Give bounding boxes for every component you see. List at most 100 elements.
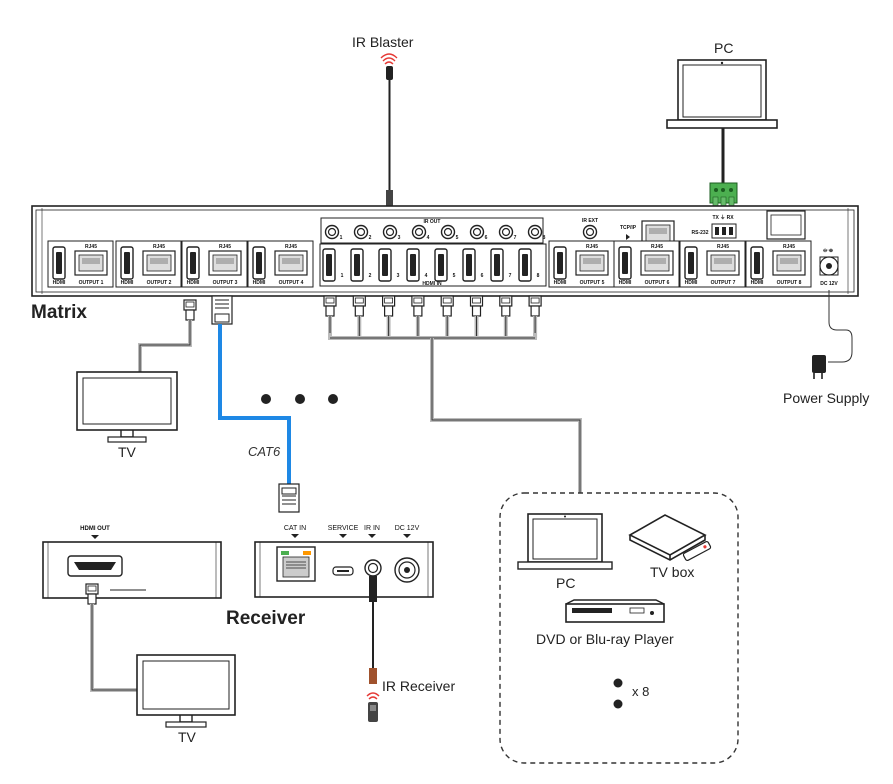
output-label: OUTPUT 4 (279, 280, 304, 286)
receiver-dc-label: DC 12V (395, 525, 420, 532)
power-switch[interactable] (766, 210, 806, 240)
tv-receiver-box: HDMI OUT (42, 526, 222, 692)
output-label: OUTPUT 1 (79, 280, 104, 286)
ir-out-jack-4[interactable] (411, 224, 427, 240)
hdmi-input-plug-4 (411, 295, 425, 317)
hdmi-plug-tv-top (183, 299, 197, 321)
hdmi-input-plug-3 (382, 295, 396, 317)
ir-signal-icon (380, 53, 398, 65)
tv-bottom-label: TV (178, 729, 197, 745)
ir-receiver: IR Receiver (366, 576, 455, 722)
rj45-label: RJ45 (651, 244, 663, 250)
ir-out-jack-2[interactable] (353, 224, 369, 240)
hdmi-in-port-1[interactable] (322, 248, 336, 282)
rj45-label: RJ45 (219, 244, 231, 250)
hdmi-input-plug-2 (352, 295, 366, 317)
hdmi-in-number: 5 (453, 273, 456, 279)
output-label: OUTPUT 8 (777, 280, 802, 286)
hdmi-in-port-6[interactable] (462, 248, 476, 282)
ir-blaster-label: IR Blaster (352, 34, 414, 50)
hdmi-in-number: 4 (425, 273, 428, 279)
source-cable (430, 338, 582, 493)
hdmi-in-port-4[interactable] (406, 248, 420, 282)
output-hdmi-port-2[interactable] (120, 246, 134, 280)
hdmi-input-plug-5 (440, 295, 454, 317)
rj45-label: RJ45 (153, 244, 165, 250)
ir-out-number: 8 (543, 235, 546, 241)
ir-out-jack-1[interactable] (324, 224, 340, 240)
rj45-label: RJ45 (586, 244, 598, 250)
input-plugs (323, 295, 542, 338)
rj45-label: RJ45 (783, 244, 795, 250)
output-hdmi-port-6[interactable] (618, 246, 632, 280)
hdmi-label: HDMI (685, 280, 698, 286)
pc-top-label: PC (714, 40, 733, 56)
ir-out-jack-5[interactable] (440, 224, 456, 240)
tx-rx-label: TX ⏚ RX (712, 214, 734, 221)
output-hdmi-port-7[interactable] (684, 246, 698, 280)
ir-out-number: 4 (427, 235, 430, 241)
dvd-player-icon (565, 599, 665, 623)
hdmi-in-port-5[interactable] (434, 248, 448, 282)
hdmi-in-number: 7 (509, 273, 512, 279)
output-rj45-port-3[interactable] (208, 250, 242, 276)
output-rj45-port-6[interactable] (640, 250, 674, 276)
hdmi-in-port-8[interactable] (518, 248, 532, 282)
rj45-label: RJ45 (85, 244, 97, 250)
output-rj45-port-8[interactable] (772, 250, 806, 276)
hdmi-input-plug-1 (323, 295, 337, 317)
rs232-label: RS-232 (692, 230, 709, 236)
hdmi-in-number: 8 (537, 273, 540, 279)
hdmi-out-label: HDMI OUT (80, 526, 110, 532)
output-hdmi-port-1[interactable] (52, 246, 66, 280)
output-rj45-port-2[interactable] (142, 250, 176, 276)
hdmi-in-port-7[interactable] (490, 248, 504, 282)
output-rj45-port-7[interactable] (706, 250, 740, 276)
rj45-label: RJ45 (717, 244, 729, 250)
ir-out-jack-3[interactable] (382, 224, 398, 240)
hdmi-in-port-2[interactable] (350, 248, 364, 282)
hdmi-in-number: 6 (481, 273, 484, 279)
ir-out-number: 1 (340, 235, 343, 241)
power-supply-label: Power Supply (783, 390, 869, 406)
tv-top-label: TV (118, 444, 137, 460)
hdmi-label: HDMI (554, 280, 567, 286)
cat-in-port[interactable] (276, 546, 316, 582)
ir-blaster-plug (386, 190, 393, 210)
hdmi-in-number: 2 (369, 273, 372, 279)
ir-receiver-label: IR Receiver (382, 678, 455, 694)
ir-out-number: 5 (456, 235, 459, 241)
output-hdmi-port-4[interactable] (252, 246, 266, 280)
output-rj45-port-4[interactable] (274, 250, 308, 276)
sources-group: PC TV box DVD or Blu-ray Player x 8 (499, 492, 739, 764)
ir-out-number: 2 (369, 235, 372, 241)
hdmi-in-port-3[interactable] (378, 248, 392, 282)
ir-out-jack-6[interactable] (469, 224, 485, 240)
ir-ext-label: IR EXT (582, 218, 598, 224)
hdmi-input-plug-7 (499, 295, 513, 317)
output-hdmi-port-5[interactable] (553, 246, 567, 280)
cat6-label: CAT6 (248, 444, 281, 459)
hdmi-input-plug-8 (528, 295, 542, 317)
ir-out-jack-7[interactable] (498, 224, 514, 240)
output-hdmi-port-3[interactable] (186, 246, 200, 280)
ir-ext-jack[interactable] (582, 224, 598, 240)
output-hdmi-port-8[interactable] (750, 246, 764, 280)
hdmi-in-number: 3 (397, 273, 400, 279)
multiplier-label: x 8 (632, 684, 649, 699)
output-rj45-port-5[interactable] (575, 250, 609, 276)
output-rj45-port-1[interactable] (74, 250, 108, 276)
tv-box-icon (628, 514, 712, 561)
tv-box-label: TV box (650, 564, 694, 580)
ir-out-jack-8[interactable] (527, 224, 543, 240)
tcp-ip-label: TCP/IP (620, 225, 637, 231)
receiver-unit: CAT IN SERVICE IR IN DC 12V (254, 525, 434, 598)
hdmi-label: HDMI (187, 280, 200, 286)
hdmi-label: HDMI (121, 280, 134, 286)
